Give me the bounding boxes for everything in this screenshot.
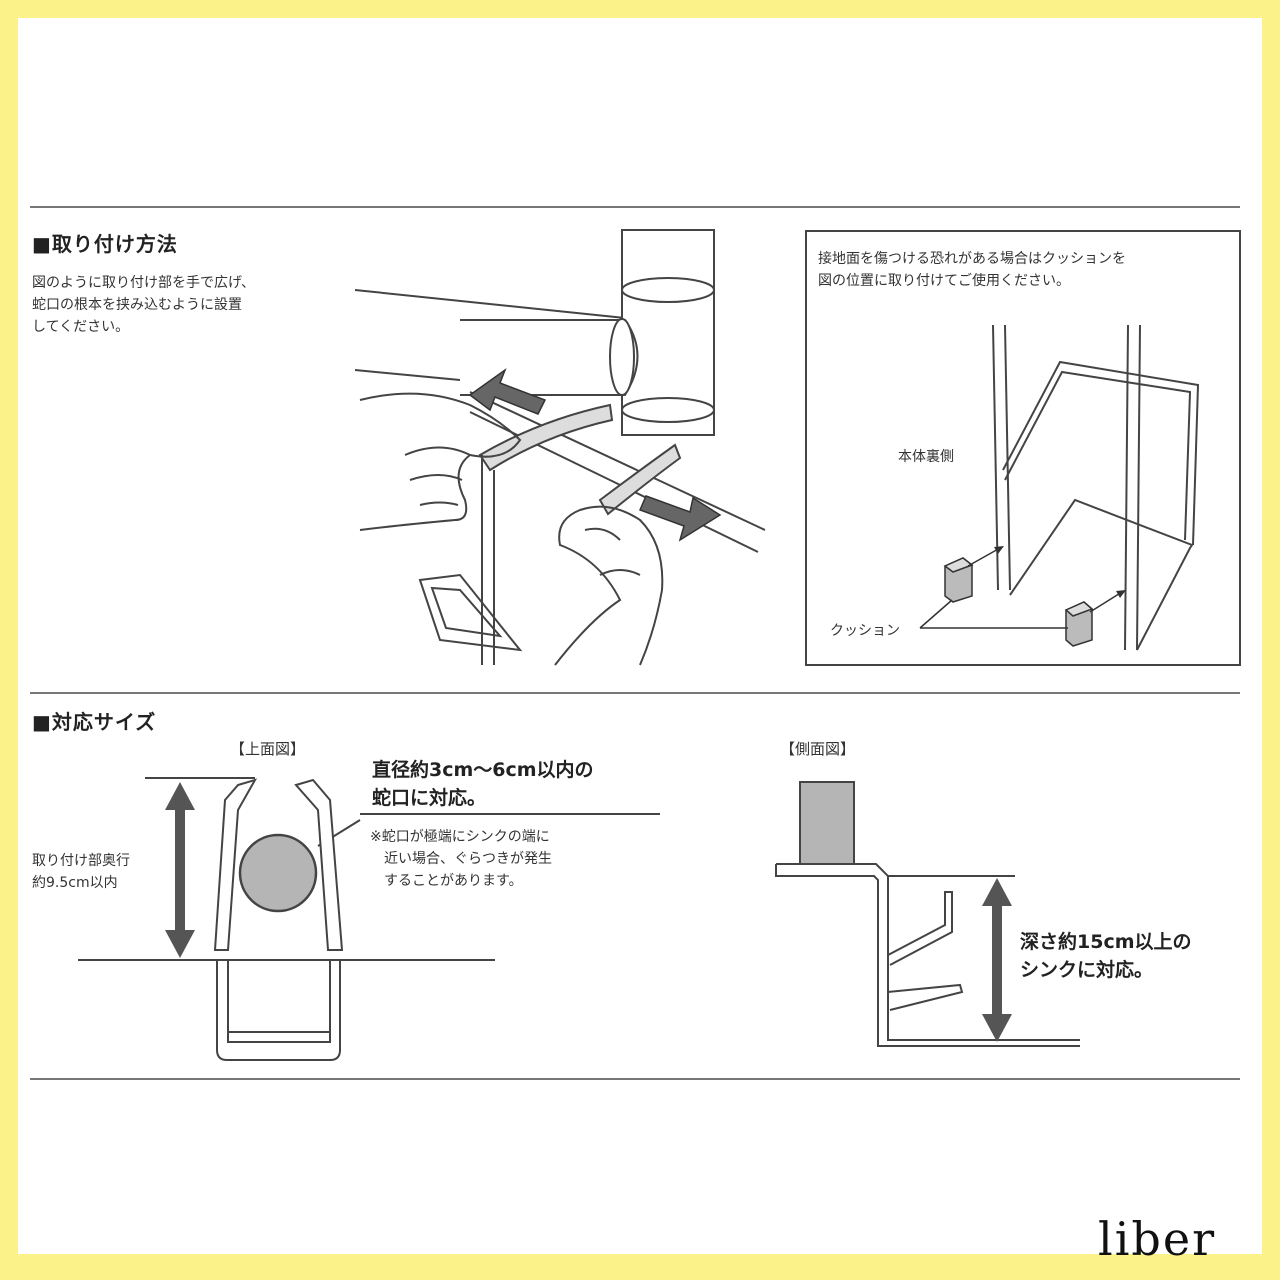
back-side-label: 本体裏側 — [898, 449, 954, 465]
middle-divider — [30, 692, 1240, 694]
size-heading: ■対応サイズ — [32, 710, 157, 734]
cushion-blocks — [943, 557, 1094, 647]
diameter-note: 直径約3cm～6cm以内の 蛇口に対応。 — [372, 759, 594, 809]
sink-depth-note: 深さ約15cm以上の シンクに対応。 — [1020, 931, 1192, 981]
install-heading: ■取り付け方法 — [32, 232, 178, 256]
side-view-label: 【側面図】 — [780, 740, 856, 758]
top-divider — [30, 206, 1240, 208]
cushion-note: 接地面を傷つける恐れがある場合はクッションを 図の位置に取り付けてご使用ください… — [818, 251, 1126, 289]
top-view-label: 【上面図】 — [230, 740, 306, 758]
install-instructions: 図のように取り付け部を手で広げ、 蛇口の根本を挟み込むように設置 してください。 — [32, 275, 256, 335]
caution-note: ※蛇口が極端にシンクの端に 近い場合、ぐらつきが発生 することがあります。 — [370, 829, 552, 889]
bottom-divider — [30, 1078, 1240, 1080]
faucet-cross-section — [238, 833, 318, 913]
brand-watermark: liber — [1098, 1212, 1217, 1266]
depth-note: 取り付け部奥行 約9.5cm以内 — [32, 853, 130, 891]
cushion-label: クッション — [830, 623, 900, 639]
